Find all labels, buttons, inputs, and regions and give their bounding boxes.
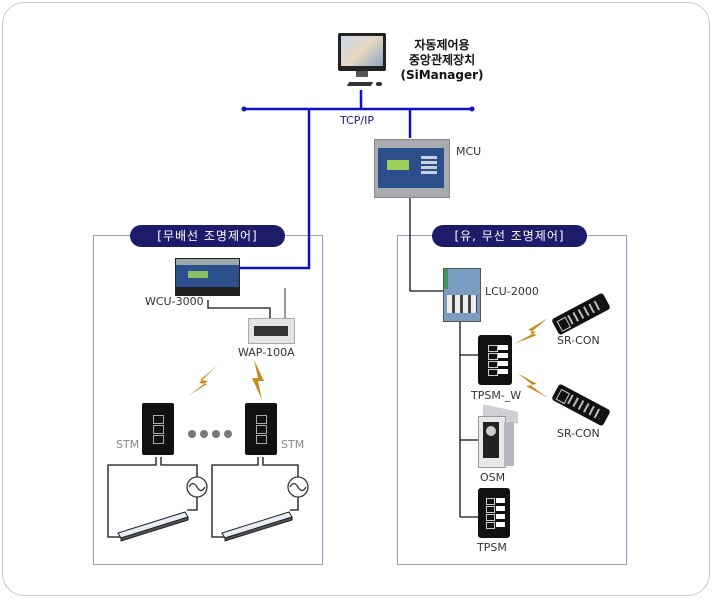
- lamp-left: [117, 511, 189, 542]
- server-title-line1: 자동제어용: [414, 38, 470, 52]
- wcu-label: WCU-3000: [145, 295, 204, 308]
- lcu-label: LCU-2000: [485, 285, 539, 298]
- osm-device-icon: [478, 404, 518, 468]
- bus-end-left: [241, 106, 247, 112]
- bolt-icon-4: [517, 373, 548, 398]
- tpsm-label: TPSM: [477, 541, 507, 554]
- wap-label: WAP-100A: [238, 346, 295, 359]
- tpsm-device-icon: [478, 488, 510, 538]
- wcu-wap-wire: [207, 300, 271, 320]
- bolt-icon-2: [252, 360, 264, 400]
- tpsm-w-label: TPSM-_W: [471, 389, 522, 402]
- server-computer-icon: [338, 33, 390, 93]
- lcu-device-icon: [443, 268, 481, 322]
- srcon-bottom-label: SR-CON: [557, 427, 600, 440]
- wap-device-icon: [248, 318, 295, 344]
- stm-right-label: STM: [281, 438, 305, 451]
- server-title-line3: (SiManager): [400, 68, 484, 82]
- lamp-right: [221, 511, 293, 542]
- bolt-icon-1: [188, 365, 218, 396]
- server-title-line2: 중앙관제장치: [408, 53, 476, 67]
- osm-label: OSM: [480, 471, 506, 484]
- srcon-top-label: SR-CON: [557, 334, 600, 347]
- mcu-device-icon: [374, 139, 450, 198]
- antenna-icon: [284, 288, 286, 318]
- wcu-device-icon: [175, 258, 240, 296]
- tcp-ip-label: TCP/IP: [340, 114, 374, 127]
- wired-panel-title: [유, 무선 조명제어]: [432, 225, 587, 247]
- stm-left-device-icon: [142, 403, 174, 455]
- stm-left-label: STM: [116, 438, 140, 451]
- wcu-uplink: [240, 109, 311, 270]
- bolt-icon-3: [514, 318, 548, 344]
- stm-right-device-icon: [245, 403, 277, 455]
- server-title: 자동제어용 중앙관제장치 (SiManager): [392, 38, 492, 83]
- tpsm-w-device-icon: [478, 335, 512, 385]
- bus-end-right: [469, 106, 475, 112]
- wireless-panel-title: [무배선 조명제어]: [130, 225, 285, 247]
- mcu-lcu-wire: [409, 196, 443, 292]
- mcu-label: MCU: [456, 145, 482, 158]
